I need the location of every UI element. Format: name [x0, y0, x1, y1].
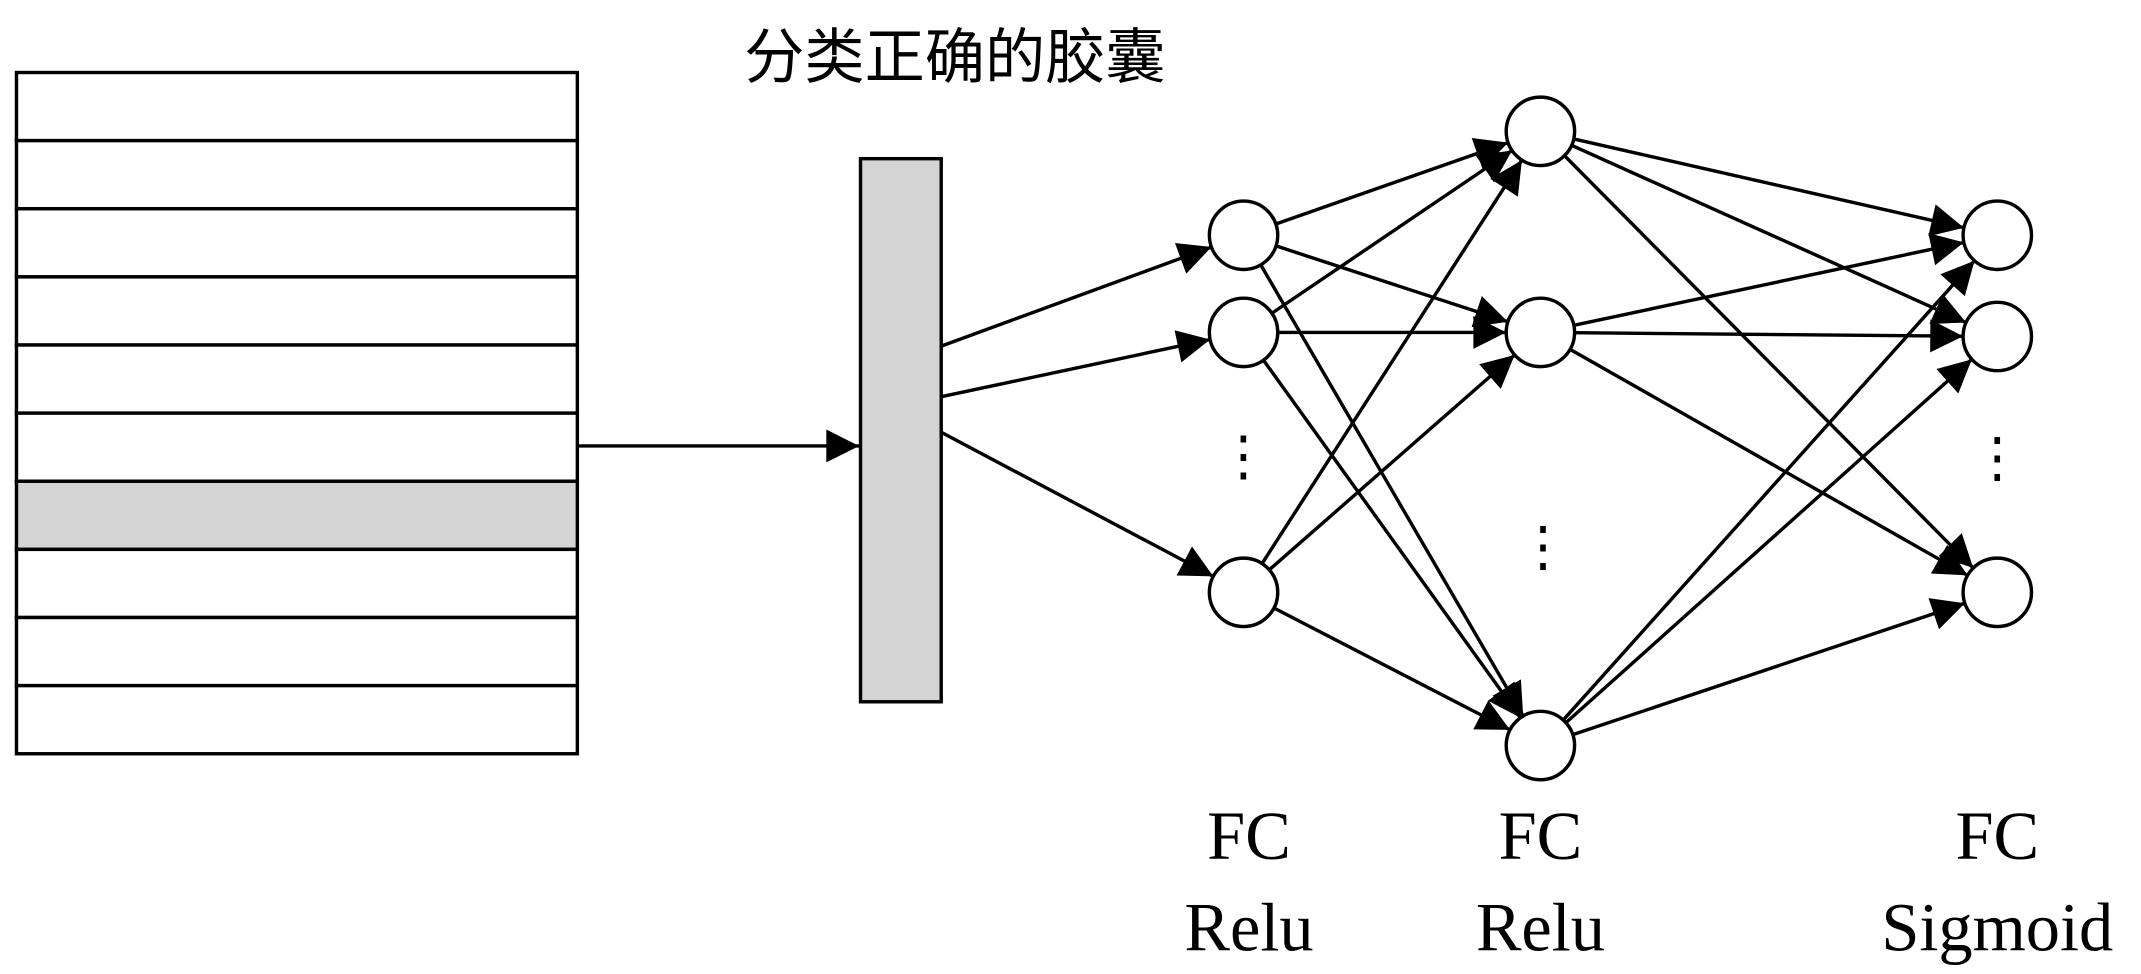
matrix-row [16, 413, 577, 481]
matrix-row [16, 277, 577, 345]
edge-layer1-to-layer2 [1276, 143, 1508, 224]
matrix-row [16, 345, 577, 413]
layer2-type-label: FC [1499, 798, 1583, 874]
layer2-neuron [1506, 298, 1574, 366]
layer2-neuron [1506, 711, 1574, 779]
matrix-row [16, 73, 577, 141]
matrix-row [16, 686, 577, 754]
layer1-type-label: FC [1207, 798, 1291, 874]
layer3-neuron [1963, 201, 2031, 269]
edge-layer2-to-layer3 [1573, 603, 1965, 734]
matrix-row [16, 209, 577, 277]
edge-layer1-to-layer2 [1276, 246, 1508, 322]
layer3-activation-label: Sigmoid [1881, 890, 2113, 966]
layer2-ellipsis: ⋮ [1516, 516, 1571, 577]
network-nodes [1209, 97, 2031, 780]
edge-input-to-layer1 [941, 432, 1213, 576]
layer1-neuron [1209, 201, 1277, 269]
matrix-row-highlighted [16, 481, 577, 549]
layer1-neuron [1209, 558, 1277, 626]
selected-capsule-vector [861, 159, 942, 702]
layer3-type-label: FC [1955, 798, 2039, 874]
layer1-neuron [1209, 298, 1277, 366]
layer2-neuron [1506, 97, 1574, 165]
layer2-activation-label: Relu [1476, 890, 1605, 966]
layer3-neuron [1963, 558, 2031, 626]
layer3-ellipsis: ⋮ [1970, 427, 2025, 488]
network-edges [941, 139, 1974, 735]
edge-input-to-layer1 [941, 247, 1211, 346]
edge-input-to-layer1 [941, 340, 1210, 397]
edge-layer2-to-layer3 [1563, 261, 1974, 720]
matrix-row [16, 618, 577, 686]
edge-layer1-to-layer2 [1274, 608, 1510, 730]
layer1-ellipsis: ⋮ [1216, 426, 1271, 487]
diagram-title: 分类正确的胶囊 [744, 23, 1165, 93]
edge-layer1-to-layer2 [1262, 160, 1522, 564]
layer3-neuron [1963, 302, 2031, 370]
edge-layer2-to-layer3 [1572, 145, 1967, 322]
capsule-matrix [16, 73, 577, 754]
edge-layer2-to-layer3 [1574, 139, 1964, 228]
edge-layer2-to-layer3 [1575, 333, 1964, 336]
matrix-row [16, 141, 577, 209]
edge-layer2-to-layer3 [1574, 242, 1964, 325]
matrix-row [16, 549, 577, 617]
layer1-activation-label: Relu [1184, 890, 1313, 966]
